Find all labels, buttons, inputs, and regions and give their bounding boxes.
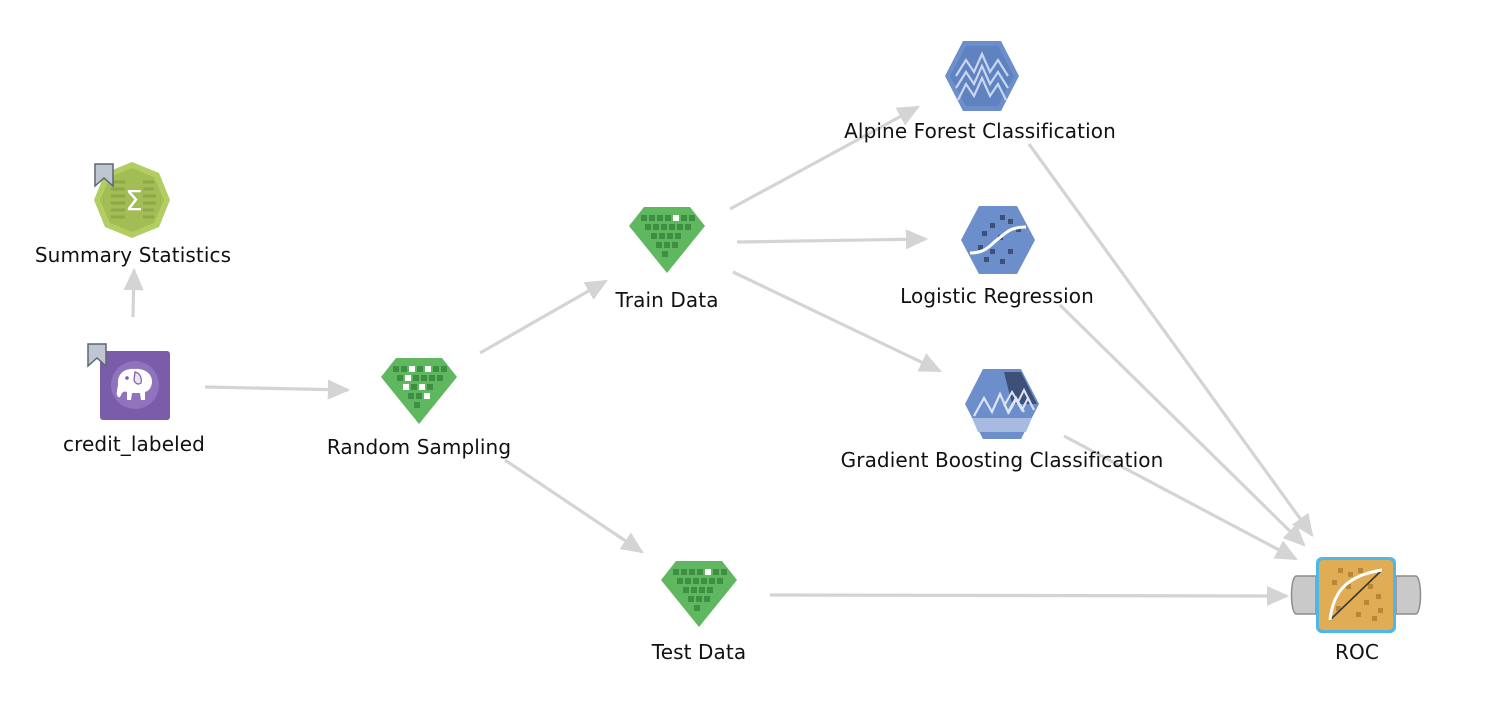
forest-mountains-icon	[945, 41, 1019, 111]
sampling-diamond-icon	[661, 561, 737, 627]
test-data-node[interactable]	[660, 560, 738, 628]
logistic-regression-label: Logistic Regression	[900, 284, 1094, 308]
credit-labeled-node[interactable]	[87, 343, 171, 420]
edge-random-to-test[interactable]	[504, 458, 644, 554]
summary-statistics-label: Summary Statistics	[34, 243, 232, 267]
summary-statistics-sigma-icon: Σ	[94, 162, 170, 238]
edge-train-to-logistic[interactable]	[736, 229, 929, 250]
credit-labeled-label: credit_labeled	[63, 432, 205, 456]
gradient-boosting-classification-label: Gradient Boosting Classification	[840, 448, 1164, 472]
edge-train-to-gradient[interactable]	[732, 270, 943, 373]
edge-credit-to-random[interactable]	[204, 379, 351, 400]
connection-edges	[123, 105, 1314, 607]
roc-label: ROC	[1335, 640, 1379, 664]
bookmark-icon	[87, 343, 107, 368]
logistic-curve-icon	[961, 206, 1035, 274]
train-data-label: Train Data	[615, 288, 719, 312]
roc-curve-icon	[1290, 557, 1422, 633]
edge-train-to-alpine[interactable]	[729, 105, 920, 211]
edge-logistic-to-roc[interactable]	[1058, 303, 1306, 547]
edge-random-to-train[interactable]	[479, 279, 608, 355]
edge-gradient-to-roc[interactable]	[1063, 434, 1298, 561]
svg-text:Σ: Σ	[125, 184, 143, 217]
roc-node[interactable]	[1288, 554, 1424, 636]
alpine-forest-classification-label: Alpine Forest Classification	[844, 119, 1116, 143]
edge-alpine-to-roc[interactable]	[1027, 143, 1314, 537]
random-sampling-label: Random Sampling	[326, 435, 512, 459]
bookmark-icon	[94, 163, 114, 188]
test-data-label: Test Data	[651, 640, 747, 664]
alpine-forest-classification-node[interactable]	[944, 40, 1020, 112]
edge-test-to-roc[interactable]	[769, 585, 1290, 607]
gradient-boosting-icon	[965, 369, 1039, 439]
random-sampling-node[interactable]	[380, 357, 458, 425]
hadoop-elephant-icon	[87, 343, 170, 420]
edge-credit-to-summary[interactable]	[123, 267, 144, 318]
gradient-boosting-classification-node[interactable]	[964, 368, 1040, 440]
sampling-diamond-icon	[629, 207, 705, 273]
train-data-node[interactable]	[628, 206, 706, 274]
logistic-regression-node[interactable]	[960, 205, 1036, 275]
summary-statistics-node[interactable]: Σ	[94, 162, 170, 238]
sampling-diamond-icon	[381, 358, 457, 424]
